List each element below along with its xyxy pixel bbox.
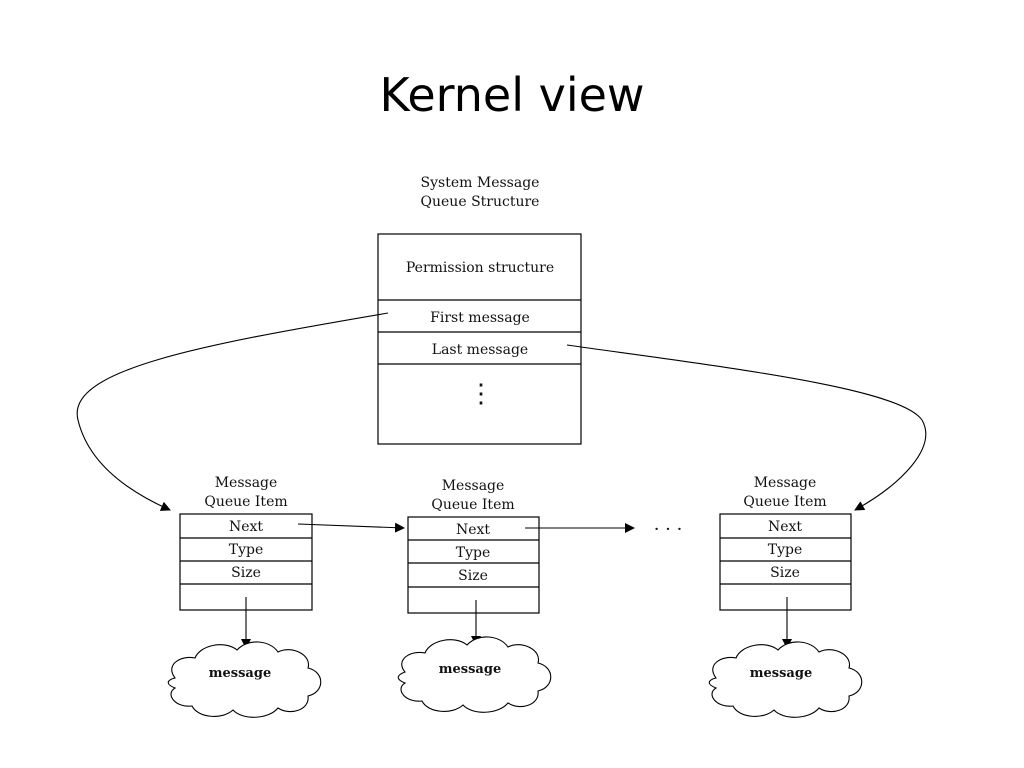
system-queue-structure: System Message Queue Structure Permissio… (377, 175, 582, 445)
size-field: Size (231, 565, 261, 581)
queue-item-2: Message Queue Item Next Type Size messag… (397, 478, 552, 713)
permission-structure-field: Permission structure (406, 260, 554, 276)
type-field: Type (456, 545, 491, 561)
last-message-pointer (566, 344, 927, 511)
message-cloud-label: message (209, 666, 271, 681)
size-field: Size (770, 565, 800, 581)
next-field: Next (768, 519, 802, 535)
message-cloud-label: message (750, 666, 812, 681)
queue-item-box (407, 516, 540, 614)
queue-item-1: Message Queue Item Next Type Size messag… (167, 475, 322, 718)
first-message-field: First message (430, 310, 530, 326)
system-queue-heading-line2: Queue Structure (421, 194, 540, 210)
slide-title: Kernel view (379, 68, 645, 122)
queue-item-heading-line2: Queue Item (743, 494, 826, 510)
next-field: Next (456, 522, 490, 538)
last-message-field: Last message (432, 342, 528, 358)
queue-item-box (179, 513, 313, 611)
queue-item-heading-line2: Queue Item (431, 497, 514, 513)
queue-item-heading-line1: Message (215, 475, 278, 491)
system-queue-heading-line1: System Message (421, 175, 540, 191)
message-cloud-label: message (439, 662, 501, 677)
type-field: Type (768, 542, 803, 558)
queue-item-box (719, 513, 852, 611)
chain-ellipsis: · · · (654, 519, 683, 540)
message-cloud (167, 641, 322, 718)
first-message-pointer (76, 312, 389, 511)
message-cloud (708, 641, 863, 718)
next-pointer-1-to-2 (297, 522, 405, 533)
queue-item-heading-line2: Queue Item (204, 494, 287, 510)
queue-item-3: Message Queue Item Next Type Size messag… (708, 475, 863, 718)
system-queue-box (377, 233, 582, 445)
type-field: Type (229, 542, 264, 558)
size-field: Size (458, 568, 488, 584)
system-queue-ellipsis: ⋮ (468, 379, 494, 409)
next-field: Next (229, 519, 263, 535)
queue-item-heading-line1: Message (754, 475, 817, 491)
message-cloud (397, 636, 552, 713)
queue-item-heading-line1: Message (442, 478, 505, 494)
